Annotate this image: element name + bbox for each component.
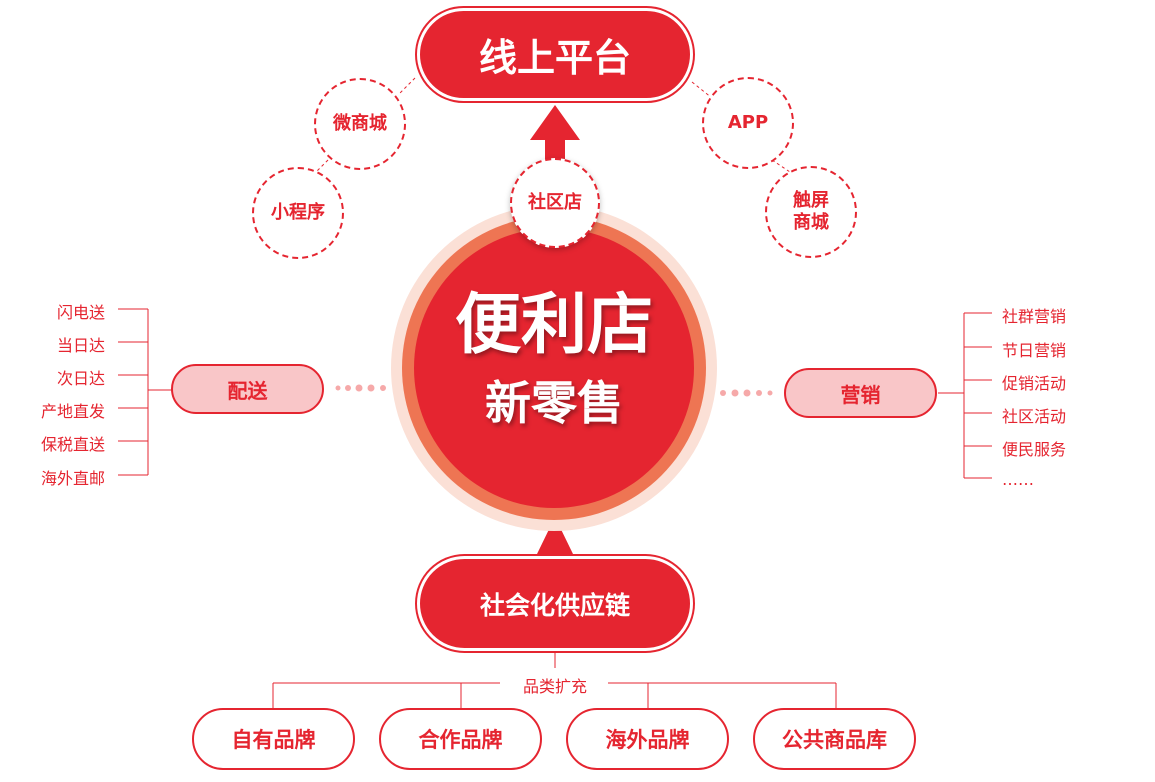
touchscreen-circle[interactable]: 触屏 商城: [765, 166, 857, 258]
marketing-item: ……: [1002, 470, 1034, 489]
center-circle: [414, 228, 694, 508]
online-platform-button[interactable]: 线上平台: [417, 8, 693, 101]
xiaochengxu-label: 小程序: [271, 202, 325, 223]
delivery-item: 产地直发: [40, 402, 105, 421]
brand-button[interactable]: 自有品牌: [192, 708, 355, 770]
brand-label: 海外品牌: [605, 728, 690, 752]
category-expansion-label: 品类扩充: [522, 677, 587, 696]
weishangcheng-circle[interactable]: 微商城: [314, 78, 406, 170]
brand-label: 公共商品库: [782, 728, 887, 752]
delivery-item: 次日达: [56, 369, 105, 388]
app-circle[interactable]: APP: [702, 77, 794, 169]
marketing-item: 社区活动: [1002, 407, 1067, 426]
delivery-item: 保税直送: [40, 435, 105, 454]
community-store-label: 社区店: [528, 192, 582, 213]
delivery-item: 当日达: [56, 336, 105, 355]
brand-button[interactable]: 公共商品库: [753, 708, 916, 770]
marketing-dots: [720, 389, 773, 397]
link-app-touchscreen: [771, 159, 791, 173]
brand-tree: [272, 652, 837, 708]
brand-button[interactable]: 合作品牌: [379, 708, 542, 770]
brand-label: 自有品牌: [231, 728, 316, 752]
brand-button[interactable]: 海外品牌: [566, 708, 729, 770]
link-weishangcheng-xiaochengxu: [315, 159, 329, 173]
link-platform-app: [691, 81, 713, 99]
marketing-button[interactable]: 营销: [784, 368, 937, 418]
community-store-circle[interactable]: 社区店: [510, 158, 600, 248]
center-title-line1: 便利店: [455, 286, 653, 363]
marketing-item: 便民服务: [1002, 440, 1067, 459]
supply-up-arrow-icon: [537, 517, 573, 554]
link-platform-weishangcheng: [397, 77, 416, 96]
marketing-item: 社群营销: [1002, 307, 1067, 326]
supply-chain-button[interactable]: 社会化供应链: [417, 556, 693, 651]
marketing-item: 促销活动: [1002, 374, 1067, 393]
delivery-label: 配送: [227, 378, 268, 403]
delivery-bracket: [118, 308, 172, 476]
center-title-line2: 新零售: [485, 376, 623, 430]
marketing-item: 节日营销: [1002, 341, 1067, 360]
delivery-item: 海外直邮: [40, 469, 105, 488]
brand-label: 合作品牌: [418, 728, 503, 752]
delivery-button[interactable]: 配送: [171, 364, 324, 414]
touchscreen-label: 触屏 商城: [793, 190, 829, 233]
xiaochengxu-circle[interactable]: 小程序: [252, 167, 344, 259]
online-platform-label: 线上平台: [478, 36, 631, 80]
weishangcheng-label: 微商城: [333, 113, 387, 134]
supply-chain-label: 社会化供应链: [479, 590, 630, 620]
marketing-label: 营销: [840, 382, 881, 407]
delivery-dots: [335, 384, 386, 392]
marketing-bracket: [938, 312, 992, 479]
delivery-item: 闪电送: [56, 303, 105, 322]
app-label: APP: [727, 112, 769, 133]
up-arrow-icon: [530, 105, 580, 162]
